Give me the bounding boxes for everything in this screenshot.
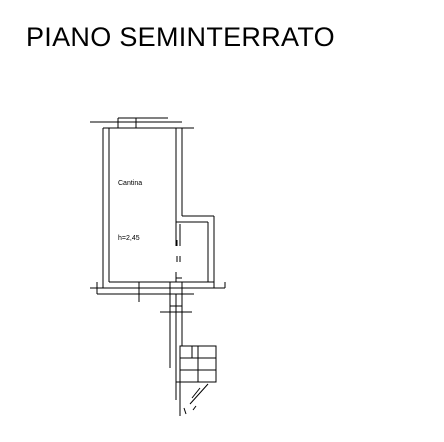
door-marks	[175, 240, 182, 282]
room-name-label: Cantina	[118, 180, 142, 187]
niche	[175, 215, 215, 288]
left-wall	[102, 128, 110, 288]
top-wall	[90, 117, 194, 129]
right-wall	[175, 128, 183, 222]
stair-arrow-icon	[183, 383, 209, 415]
corridor	[160, 294, 192, 400]
room-height-label: h=2,45	[118, 235, 140, 242]
page-title: PIANO SEMINTERRATO	[26, 22, 335, 52]
staircase	[176, 345, 217, 416]
bottom-wall	[90, 281, 226, 302]
